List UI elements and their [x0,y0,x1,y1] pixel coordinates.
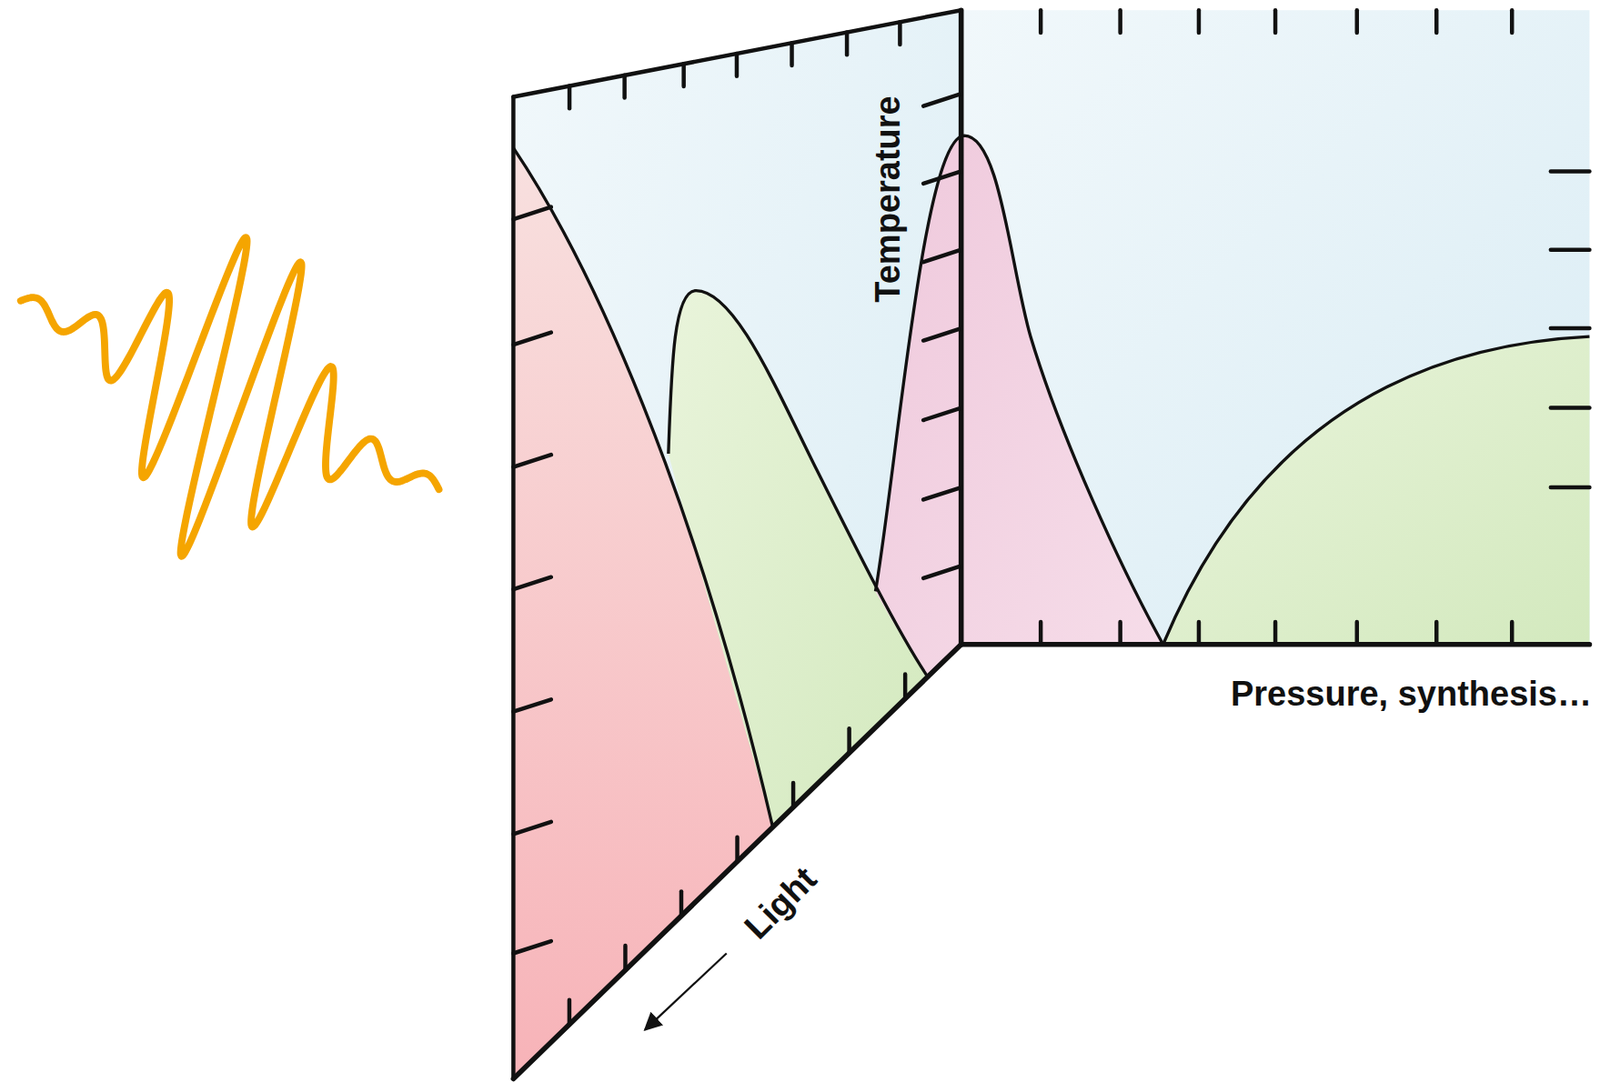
tick-mark [1355,622,1359,645]
tick-mark [513,822,551,835]
boundary-line [1163,336,1590,645]
axes-frame [513,10,1590,1079]
tick-mark [1434,622,1439,645]
tick-mark [567,86,572,110]
tick-mark [923,93,961,106]
green-phase-right [1163,336,1590,645]
tick-mark [923,487,961,500]
boundary-line [513,148,773,827]
tick-mark [1197,10,1201,33]
tick-marks [513,10,1590,1025]
boundary-line [668,291,927,676]
tick-mark [1117,10,1122,33]
tick-mark [681,63,685,87]
tick-mark [1550,405,1590,410]
tick-mark [623,945,627,971]
tick-mark [923,171,961,183]
tick-mark [1197,622,1201,645]
tick-mark [1038,10,1043,33]
axis-line [513,10,961,97]
tick-mark [513,454,551,467]
phase-boundaries [513,135,1590,826]
tick-mark [897,21,902,45]
tick-mark [845,32,849,56]
tick-mark [789,42,794,66]
axis-label: Pressure, synthesis… [1230,676,1592,712]
tick-mark [1273,10,1278,33]
boundary-line [875,135,1163,645]
tick-mark [734,837,739,863]
tick-mark [679,891,684,916]
tick-mark [1117,622,1122,645]
tick-mark [923,565,961,578]
tick-mark [622,75,626,99]
tick-mark [513,207,551,220]
tick-mark [1550,326,1590,331]
tick-mark [513,699,551,712]
tick-mark [513,332,551,345]
tick-mark [1509,622,1514,645]
tick-mark [1038,622,1043,645]
tick-mark [1273,622,1278,645]
tick-mark [567,1000,572,1026]
axis-line [513,644,961,1080]
tick-mark [513,577,551,590]
tick-mark [903,674,907,700]
tick-mark [1550,169,1590,173]
tick-mark [734,53,739,77]
tick-mark [1550,485,1590,490]
axis-label: Light [738,861,824,946]
tick-mark [923,408,961,421]
tick-mark [1509,10,1514,33]
tick-mark [1434,10,1439,33]
tick-mark [513,941,551,954]
tick-mark [1355,10,1359,33]
tick-mark [791,783,795,808]
tick-mark [923,250,961,262]
tick-mark [846,728,851,754]
light-pulse [20,237,440,557]
tick-mark [1550,247,1590,252]
tick-mark [923,328,961,341]
direction-arrow [644,953,727,1030]
pink-phase [875,135,1163,675]
axis-label: Temperature [870,95,906,302]
